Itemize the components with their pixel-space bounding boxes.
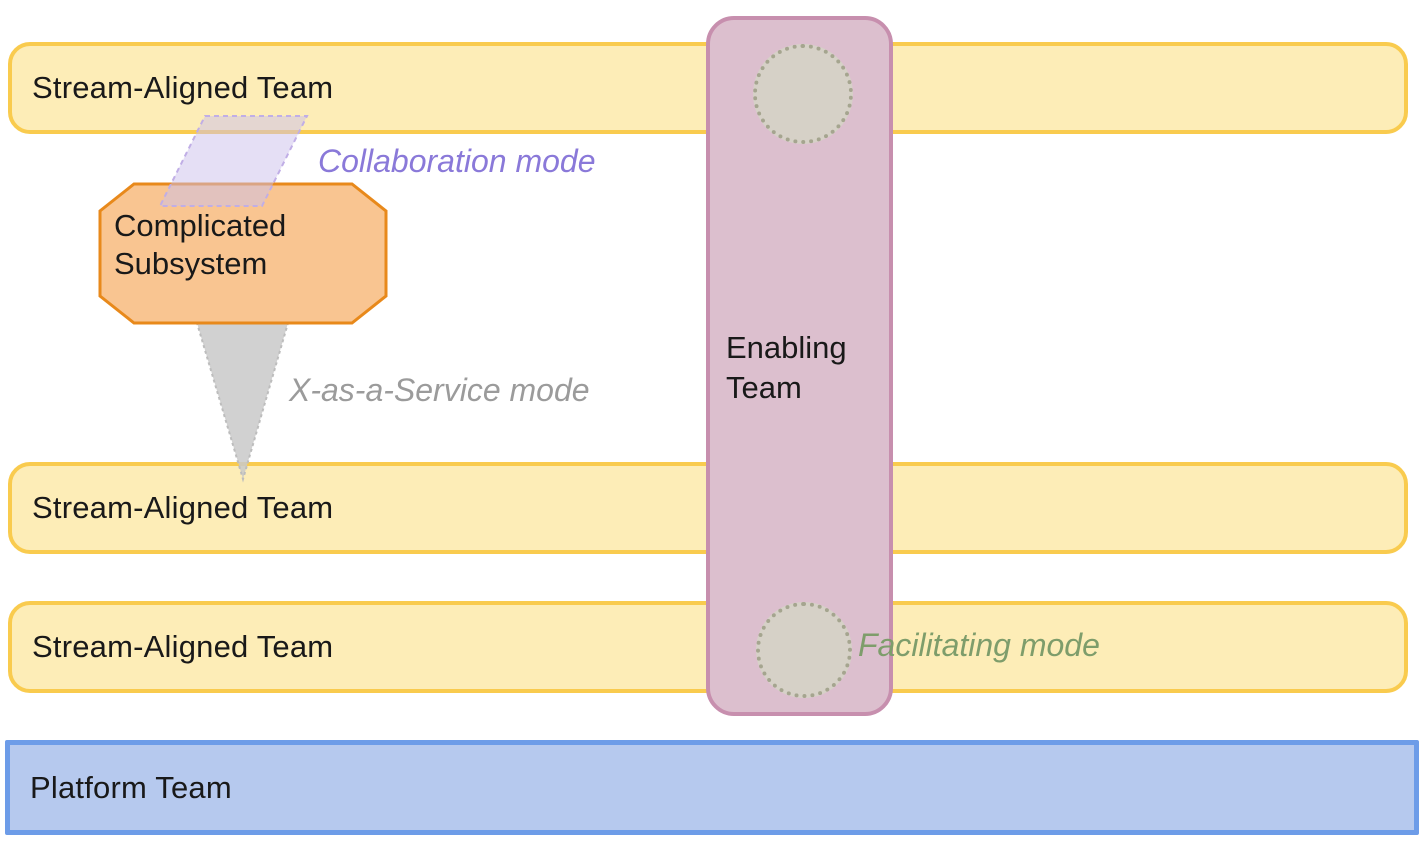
x-as-a-service-mode-label: X-as-a-Service mode [289,372,590,408]
enabling-team-bar: Enabling Team [706,16,893,716]
stream-aligned-label-2: Stream-Aligned Team [32,490,334,525]
stream-aligned-label-3: Stream-Aligned Team [32,629,334,664]
platform-team-label: Platform Team [30,769,232,805]
stream-aligned-label-1: Stream-Aligned Team [32,70,334,105]
platform-team-band: Platform Team [5,740,1419,835]
facilitating-circle-top [753,44,853,144]
facilitating-mode-label: Facilitating mode [858,627,1100,663]
collaboration-mode-label: Collaboration mode [318,143,596,179]
complicated-subsystem-label: Complicated Subsystem [114,208,287,281]
x-as-a-service-arrow-shape [195,322,290,483]
facilitating-circle-bottom [756,602,852,698]
enabling-team-label: Enabling Team [726,330,847,405]
